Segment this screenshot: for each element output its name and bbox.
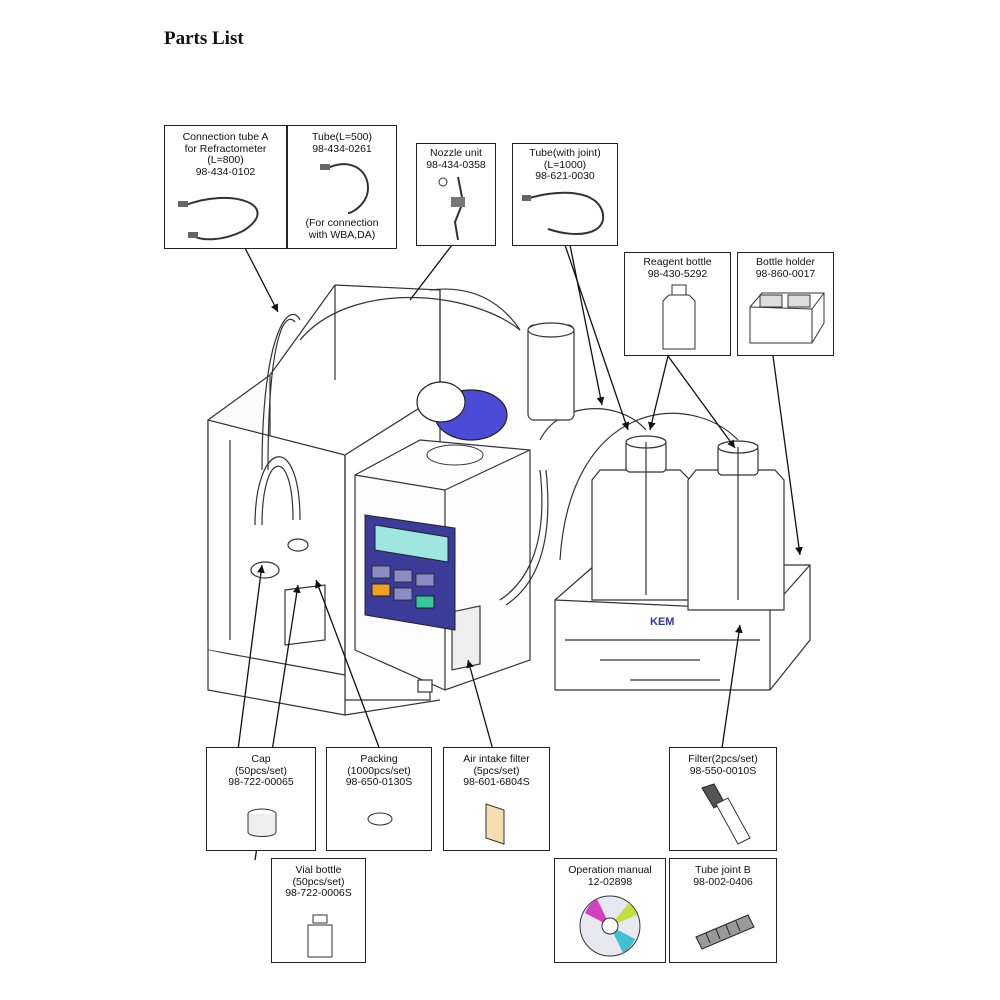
part-number: 98-860-0017	[755, 267, 816, 280]
part-number: 98-430-5292	[647, 267, 708, 280]
part-tube-joint-b: Tube joint B 98-002-0406	[669, 858, 777, 963]
part-label: Filter(2pcs/set)	[688, 753, 758, 765]
part-reagent-bottle: Reagent bottle 98-430-5292	[624, 252, 731, 356]
part-label: (L=1000)	[543, 158, 587, 171]
page-title: Parts List	[164, 28, 244, 49]
part-bottle-holder: Bottle holder 98-860-0017	[737, 252, 834, 356]
part-number: 98-434-0358	[426, 158, 486, 171]
part-air-intake-filter: Air intake filter (5pcs/set) 98-601-6804…	[443, 747, 550, 851]
part-label: Operation manual	[568, 864, 652, 876]
tube-icon	[320, 163, 370, 214]
part-number: 98-722-0006S	[285, 887, 352, 899]
kem-logo: KEM	[650, 616, 674, 628]
tube-icon	[522, 191, 605, 235]
part-number: 98-722-00065	[228, 776, 294, 788]
vial-icon	[307, 914, 333, 958]
part-number: 98-601-6804S	[463, 776, 530, 788]
part-number: 12-02898	[587, 875, 633, 888]
part-label: Tube joint B	[695, 864, 751, 876]
nozzle-icon	[438, 176, 465, 241]
part-operation-manual: Operation manual 12-02898	[554, 858, 666, 963]
part-tube-with-joint: Tube(with joint) (L=1000) 98-621-0030	[512, 143, 618, 246]
part-label: Packing	[360, 753, 398, 765]
part-label: Tube(L=500)	[311, 131, 373, 143]
part-note: (For connection	[305, 217, 379, 229]
part-label: (5pcs/set)	[473, 764, 520, 777]
part-filter: Filter(2pcs/set) 98-550-0010S	[669, 747, 777, 851]
part-label: for Refractometer	[184, 142, 267, 155]
part-label: Connection tube A	[182, 131, 269, 143]
part-label: Bottle holder	[756, 256, 815, 268]
part-connection-tube-a: Connection tube A for Refractometer (L=8…	[164, 125, 287, 249]
part-number: 98-550-0010S	[689, 764, 757, 777]
cap-icon	[247, 808, 277, 837]
tube-joint-icon	[695, 914, 755, 950]
part-number: 98-434-0261	[312, 142, 372, 155]
part-label: Nozzle unit	[430, 147, 482, 159]
part-label: (L=800)	[207, 154, 244, 166]
part-label: Reagent bottle	[643, 256, 712, 268]
filter-icon	[701, 783, 751, 845]
holder-icon	[749, 292, 825, 344]
part-number: 98-621-0030	[535, 170, 595, 182]
part-number: 98-650-0130S	[345, 776, 413, 788]
filter-pad-icon	[485, 803, 505, 845]
part-nozzle-unit: Nozzle unit 98-434-0358	[416, 143, 496, 246]
part-label: Cap	[251, 753, 271, 765]
part-label: (50pcs/set)	[292, 875, 345, 888]
bottle-icon	[662, 284, 696, 350]
packing-icon	[367, 812, 393, 826]
part-note: with WBA,DA)	[308, 228, 376, 241]
tube-icon	[178, 196, 259, 241]
part-number: 98-002-0406	[693, 875, 753, 888]
part-label: Tube(with joint)	[529, 147, 601, 159]
part-cap: Cap (50pcs/set) 98-722-00065	[206, 747, 316, 851]
part-tube-500: Tube(L=500) 98-434-0261 (For connection …	[287, 125, 397, 249]
part-label: (1000pcs/set)	[347, 764, 411, 777]
part-label: Air intake filter	[463, 753, 530, 765]
part-label: Vial bottle	[295, 864, 342, 876]
part-packing: Packing (1000pcs/set) 98-650-0130S	[326, 747, 432, 851]
part-vial-bottle: Vial bottle (50pcs/set) 98-722-0006S	[271, 858, 366, 963]
part-label: (50pcs/set)	[235, 764, 287, 777]
cd-icon	[579, 895, 641, 957]
part-number: 98-434-0102	[195, 165, 256, 178]
